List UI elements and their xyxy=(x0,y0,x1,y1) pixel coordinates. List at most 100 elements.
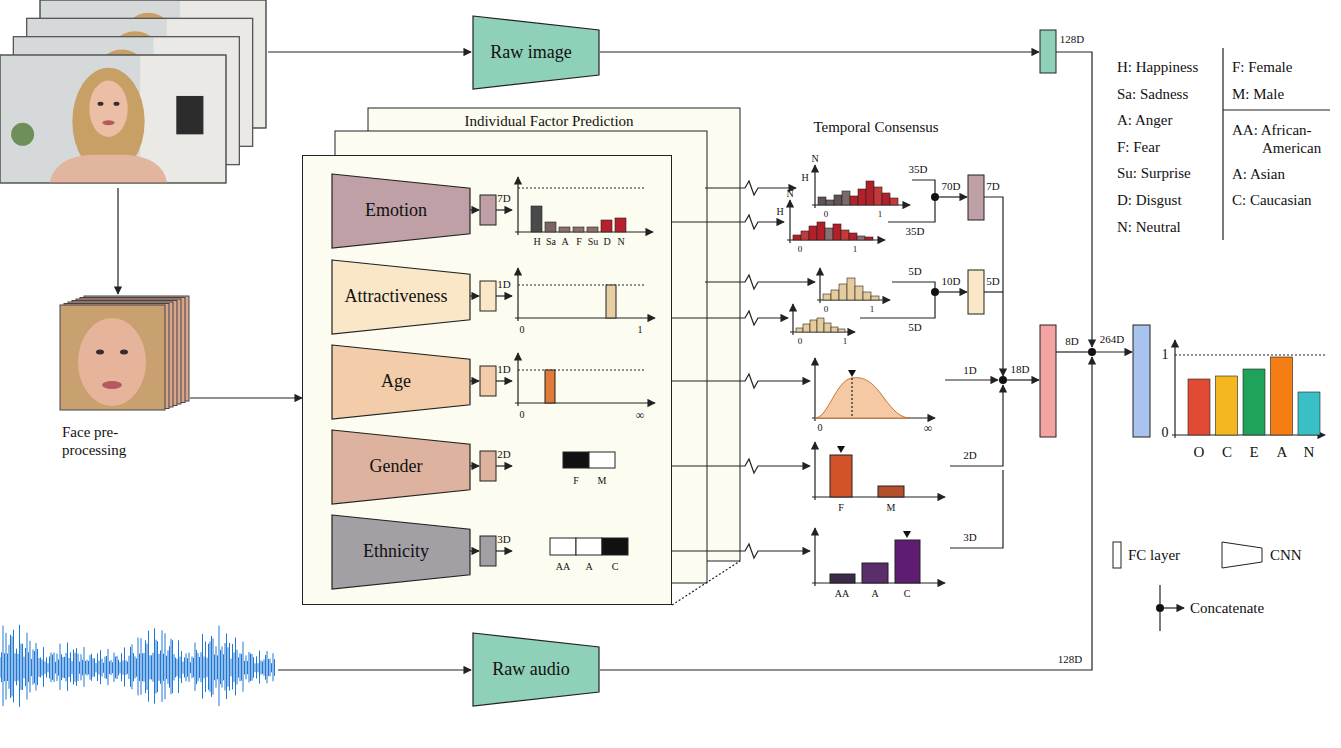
merge-line xyxy=(888,201,935,222)
concat-dot xyxy=(1156,604,1164,612)
ethnicity-cell xyxy=(576,538,602,555)
ethnicity-cell xyxy=(602,538,628,555)
cnn-label: Raw image xyxy=(490,42,571,64)
emotion-bar xyxy=(545,222,556,232)
histogram-bar xyxy=(810,320,817,332)
section-title: Temporal Consensus xyxy=(813,118,938,136)
trait-bar xyxy=(1188,379,1210,435)
merge-line xyxy=(860,296,935,318)
axis-line xyxy=(515,317,655,318)
axis-label: A xyxy=(585,561,592,573)
histogram-bar xyxy=(863,292,871,300)
face-crop-frame xyxy=(60,305,165,410)
ethnicity-bar xyxy=(895,540,920,583)
dim-label: 3D xyxy=(963,531,976,544)
abbreviation-key: A: Asian xyxy=(1232,165,1285,183)
axis-label: A xyxy=(561,236,568,248)
cnn-outline xyxy=(332,345,470,419)
axis-label: 1 xyxy=(843,336,848,347)
dim-label: 2D xyxy=(497,448,510,461)
axis-label: N xyxy=(617,236,624,248)
axis-label: H xyxy=(776,206,783,218)
axis-line xyxy=(814,165,815,208)
fc-layer xyxy=(480,536,496,566)
gender-bar xyxy=(830,455,852,497)
trait-bar xyxy=(1298,392,1320,435)
cnn-label: Age xyxy=(381,371,411,393)
plant xyxy=(11,123,34,146)
fc-layer xyxy=(1133,325,1150,437)
eye xyxy=(97,102,103,106)
dim-label: 128D xyxy=(1058,653,1082,666)
fc-layer xyxy=(1040,30,1056,73)
dim-label: 7D xyxy=(497,192,510,205)
axis-line xyxy=(814,358,815,421)
cnn-outline xyxy=(332,515,470,589)
threshold-line xyxy=(518,369,645,370)
axis-line xyxy=(517,177,518,235)
ethnicity-bar xyxy=(862,563,888,583)
merge-line xyxy=(984,291,1003,292)
histogram-bar xyxy=(882,193,890,205)
histogram-bar xyxy=(831,290,839,300)
divider-line xyxy=(1222,48,1223,240)
axis-label: H xyxy=(801,172,808,184)
emotion-bar xyxy=(573,227,584,232)
axis-label: N xyxy=(811,153,818,165)
face-crop-stack: Face pre-processing xyxy=(55,300,190,465)
histogram-bar xyxy=(850,196,858,205)
histogram-bar xyxy=(874,187,882,205)
axis-label: 0 xyxy=(520,324,525,336)
caption: Face pre-processing xyxy=(62,423,162,459)
emotion-bar xyxy=(587,227,598,232)
wall-picture xyxy=(176,96,203,134)
histogram-bar xyxy=(796,328,803,332)
concat-dot xyxy=(1088,348,1096,356)
legend-fc-sample xyxy=(1113,542,1121,568)
stack-edge xyxy=(672,561,740,605)
dim-label: 18D xyxy=(1011,363,1030,376)
histogram-bar xyxy=(831,327,838,332)
histogram-bar xyxy=(823,294,831,300)
ethnicity-cell xyxy=(550,538,576,555)
axis-line xyxy=(792,304,793,335)
concat-dot xyxy=(999,376,1007,384)
axis-label: ∞ xyxy=(636,408,645,422)
dim-label: 5D xyxy=(986,275,999,288)
axis-line xyxy=(517,268,518,321)
flow-arrow xyxy=(470,380,479,381)
flow-arrow xyxy=(496,295,512,296)
video-frame xyxy=(0,55,226,183)
cnn-block: Age xyxy=(331,344,471,420)
fc-layer xyxy=(480,281,496,311)
dim-label: 1D xyxy=(497,278,510,291)
axis-line xyxy=(814,442,815,500)
dim-label: 35D xyxy=(909,163,928,176)
axis-label: 0 xyxy=(798,336,803,347)
cnn-block: Raw image xyxy=(472,15,600,90)
face xyxy=(78,318,146,406)
cnn-label: Gender xyxy=(370,456,423,478)
histogram-bar xyxy=(838,329,845,332)
axis-label: N xyxy=(1304,443,1315,461)
emotion-bar xyxy=(559,227,570,232)
cnn-label: Raw audio xyxy=(492,659,569,681)
histogram-bar xyxy=(817,222,825,240)
frame-outline xyxy=(0,55,226,183)
dim-label: 5D xyxy=(908,321,921,334)
flow-arrow xyxy=(945,379,998,380)
axis-label: C xyxy=(612,561,619,573)
cnn-block: Gender xyxy=(331,429,471,505)
flow-arrow xyxy=(672,215,784,229)
eye xyxy=(96,350,104,355)
emotion-bar xyxy=(615,218,626,232)
axis-label: 1 xyxy=(853,244,858,255)
age-distribution xyxy=(815,378,910,418)
axis-label: Sa xyxy=(546,236,556,248)
histogram-bar xyxy=(826,200,834,205)
dim-label: 10D xyxy=(942,275,961,288)
panel-title: Individual Factor Prediction xyxy=(464,112,633,130)
histogram-bar xyxy=(865,237,873,240)
flow-arrow xyxy=(1007,379,1039,380)
ethnicity-bar xyxy=(830,574,855,583)
